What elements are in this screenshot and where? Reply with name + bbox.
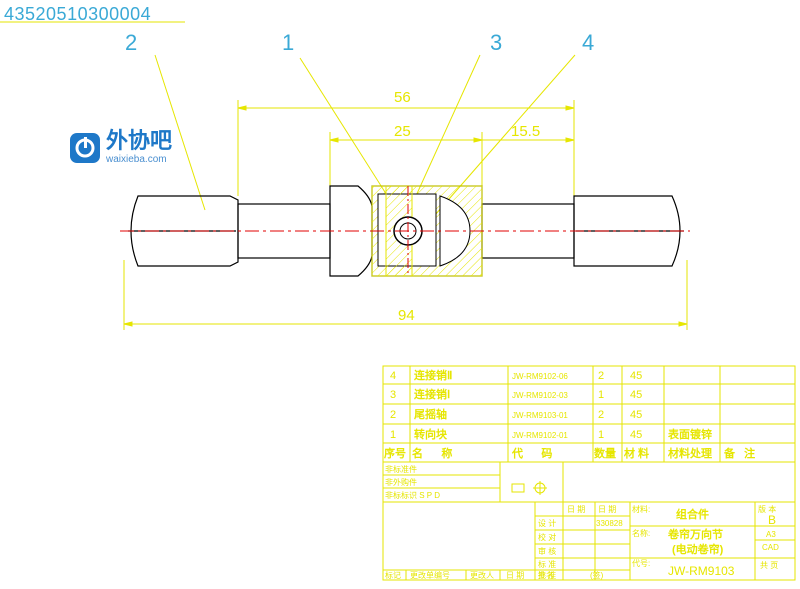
row-index: 4 [390, 370, 396, 382]
row-index: 2 [390, 409, 396, 421]
footer-sign: 签名 [538, 570, 554, 580]
parts-row: 1 转向块 JW-RM9102-01 1 45 表面镀锌 [390, 427, 712, 441]
balloon-labels: 2 1 3 4 [125, 30, 594, 55]
watermark-name: 外协吧 [106, 129, 173, 154]
header-material: 材 料 [624, 446, 649, 460]
label-nonstd-mark: 非标标识 S P D [385, 490, 440, 500]
row-qty: 2 [598, 409, 604, 421]
drawing-no-label: 代号: [632, 558, 650, 568]
date-header: 日 期 [567, 505, 585, 514]
row-qty: 2 [598, 370, 604, 382]
watermark-domain: waixieba.com [106, 154, 167, 165]
parts-header: 序号 名 称 代 码 数量 材 料 材料处理 备 注 [384, 446, 755, 460]
footer-mark: 标记 [385, 570, 401, 580]
row-code: JW-RM9102-03 [512, 391, 568, 400]
material-label: 材料: [632, 504, 650, 514]
material-value: 组合件 [676, 507, 709, 521]
row-material: 45 [630, 409, 642, 421]
header-treatment: 材料处理 [668, 446, 712, 460]
balloon-3: 3 [490, 30, 502, 55]
header-qty: 数量 [594, 446, 616, 460]
name-value: 卷帘万向节 [667, 527, 723, 541]
parts-list: 4 连接销Ⅱ JW-RM9102-06 2 45 3 连接销Ⅰ JW-RM910… [384, 368, 755, 460]
name-label: 名称: [632, 528, 650, 538]
date-header-right: 日 期 [598, 505, 616, 514]
row-material: 45 [630, 389, 642, 401]
balloon-2: 2 [125, 30, 137, 55]
row-index: 1 [390, 429, 396, 441]
cad-label: CAD [762, 543, 779, 552]
row-code: JW-RM9102-01 [512, 431, 568, 440]
sign-standard: 标 准 [538, 559, 556, 569]
row-qty: 1 [598, 389, 604, 401]
row-treatment: 表面镀锌 [667, 427, 712, 441]
header-name: 名 称 [412, 446, 452, 460]
dimension-values: 56 25 15.5 94 [394, 89, 540, 324]
dim-15-5: 15.5 [511, 123, 540, 140]
row-name: 转向块 [414, 427, 448, 441]
dimension-lines [123, 100, 688, 330]
row-code: JW-RM9102-06 [512, 372, 568, 381]
serial-number: 43520510300004 [4, 4, 152, 24]
projection-symbol-icon [511, 481, 547, 495]
dim-56: 56 [394, 89, 411, 106]
version-value: B [768, 513, 776, 527]
drawing-no: JW-RM9103 [668, 564, 735, 578]
row-qty: 1 [598, 429, 604, 441]
page-label: 共 页 [760, 561, 778, 570]
sign-check: 校 对 [538, 532, 556, 542]
footer-date: 日 期 [506, 571, 524, 580]
row-index: 3 [390, 389, 396, 401]
row-name: 连接销Ⅰ [414, 387, 450, 401]
parts-row: 4 连接销Ⅱ JW-RM9102-06 2 45 [390, 368, 642, 382]
balloon-4: 4 [582, 30, 594, 55]
parts-row: 2 尾摇轴 JW-RM9103-01 2 45 [390, 407, 642, 421]
label-nonstandard: 非标准件 [385, 464, 417, 474]
sign-approve: 批 准 [538, 570, 556, 580]
parts-row: 3 连接销Ⅰ JW-RM9102-03 1 45 [390, 387, 642, 401]
label-nonpurchased: 非外购件 [385, 477, 417, 487]
row-material: 45 [630, 370, 642, 382]
watermark-logo: 外协吧 waixieba.com [70, 130, 172, 165]
balloon-1: 1 [282, 30, 294, 55]
row-name: 尾摇轴 [413, 407, 447, 421]
name-value-sub: (电动卷帘) [672, 542, 724, 556]
date-value: 330828 [596, 519, 623, 528]
sign-review: 审 核 [538, 546, 556, 556]
row-material: 45 [630, 429, 642, 441]
dim-25: 25 [394, 123, 411, 140]
row-code: JW-RM9103-01 [512, 411, 568, 420]
title-block-frame [382, 365, 796, 581]
dim-94: 94 [398, 307, 415, 324]
header-index: 序号 [384, 446, 406, 460]
row-name: 连接销Ⅱ [414, 368, 452, 382]
sign-design: 设 计 [538, 518, 556, 528]
paper-size: A3 [766, 530, 776, 539]
waixieba-logo-icon [70, 132, 100, 163]
title-block: 非标准件 非外购件 非标标识 S P D 设 计 校 对 审 核 标 准 批 准… [385, 464, 779, 580]
header-remark: 备 注 [723, 446, 755, 460]
version-label: 版 本 [758, 504, 776, 514]
header-code: 代 码 [511, 446, 552, 460]
footer-change-no: 更改单编号 [410, 570, 450, 580]
footer-signed: (签) [590, 570, 604, 580]
footer-changer: 更改人 [470, 570, 494, 580]
